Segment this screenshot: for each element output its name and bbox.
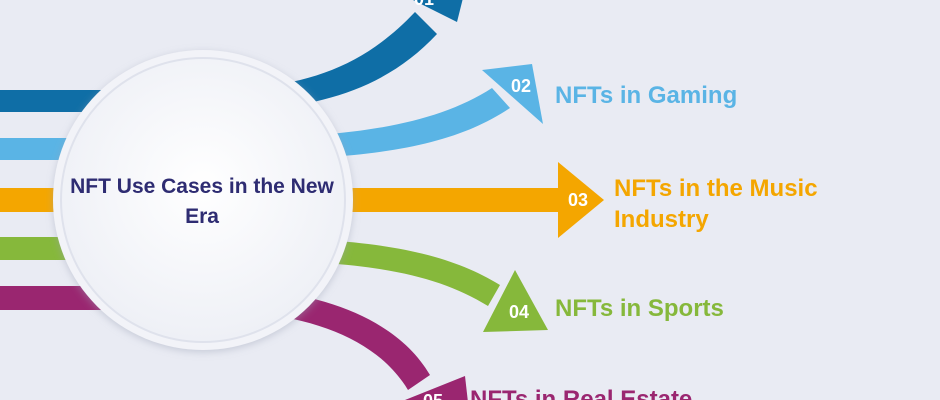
step-number-03: 03 (567, 190, 589, 210)
arrow-05 (0, 286, 468, 400)
arrow-01 (0, 0, 463, 112)
label-nfts-in-sports: NFTs in Sports (555, 295, 724, 322)
step-number-05: 05 (413, 391, 453, 400)
center-title: NFT Use Cases in the New Era (70, 175, 334, 228)
label-nfts-in-music-industry: NFTs in the Music Industry (614, 175, 818, 233)
step-number-04: 04 (508, 302, 530, 322)
label-nfts-in-real-estate: NFTs in Real Estate (470, 386, 693, 400)
label-nfts-in-gaming: NFTs in Gaming (555, 82, 738, 109)
step-number-02: 02 (510, 76, 532, 96)
step-number-01: 01 (404, 0, 444, 10)
center-circle (60, 57, 346, 343)
